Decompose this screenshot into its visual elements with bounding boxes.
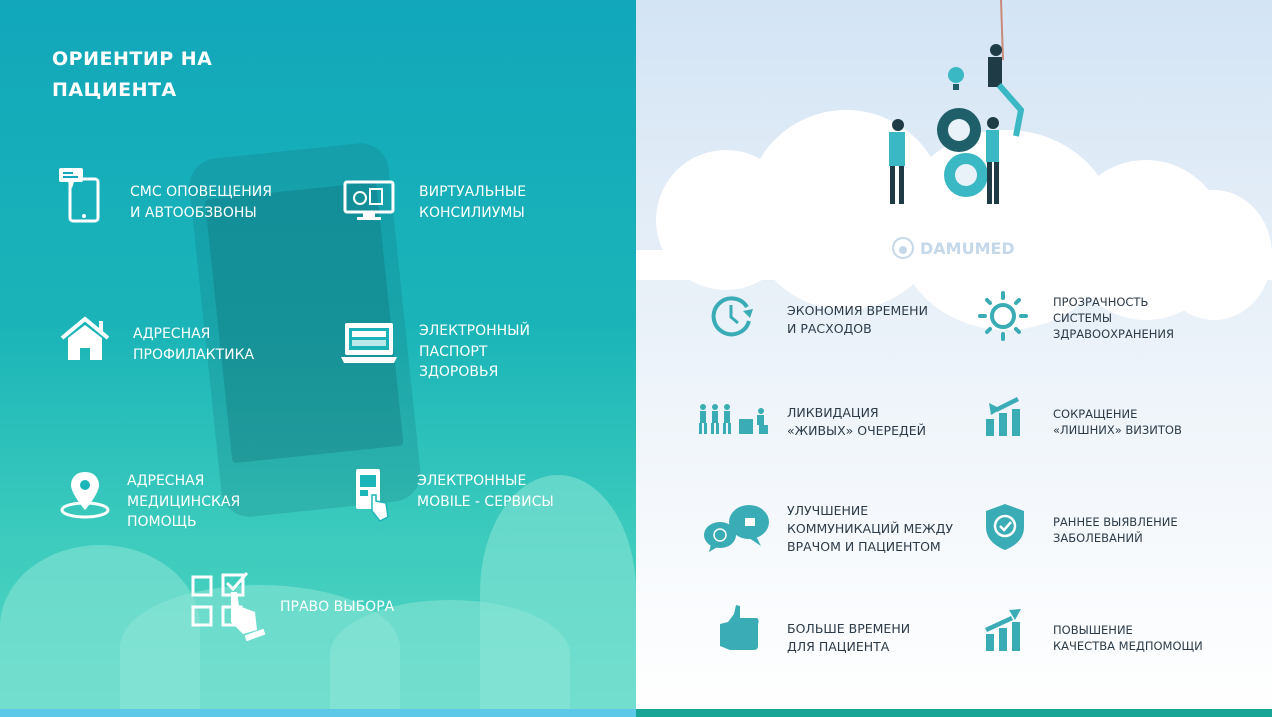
queue-icon [699,404,768,434]
bottom-strip-right [636,709,1272,717]
benefit-label: ЛИКВИДАЦИЯ«ЖИВЫХ» ОЧЕРЕДЕЙ [787,405,927,438]
logo-icon [892,237,914,259]
teamwork-gears-illustration [889,0,1025,204]
house-icon [60,316,110,360]
feature-label: ПРАВО ВЫБОРА [280,599,395,615]
checkbox-choice-icon[interactable] [191,570,271,642]
chart-up-icon [985,609,1021,651]
shield-check-icon [986,504,1024,550]
thumbs-up-icon [720,605,759,650]
chart-down-icon [986,397,1020,436]
monitor-chart-icon [343,180,395,220]
laptop-icon [341,323,397,363]
chat-bubbles-icon [704,505,769,552]
clock-icon [711,296,753,337]
phone-message-icon [59,168,100,223]
bottom-strip-left [0,709,636,717]
map-pin-icon [60,472,110,519]
sun-icon [978,291,1028,341]
damumed-logo: DAMUMED [892,237,1015,259]
benefit-label: СОКРАЩЕНИЕ«ЛИШНИХ» ВИЗИТОВ [1053,407,1182,437]
tablet-touch-icon [356,469,389,522]
